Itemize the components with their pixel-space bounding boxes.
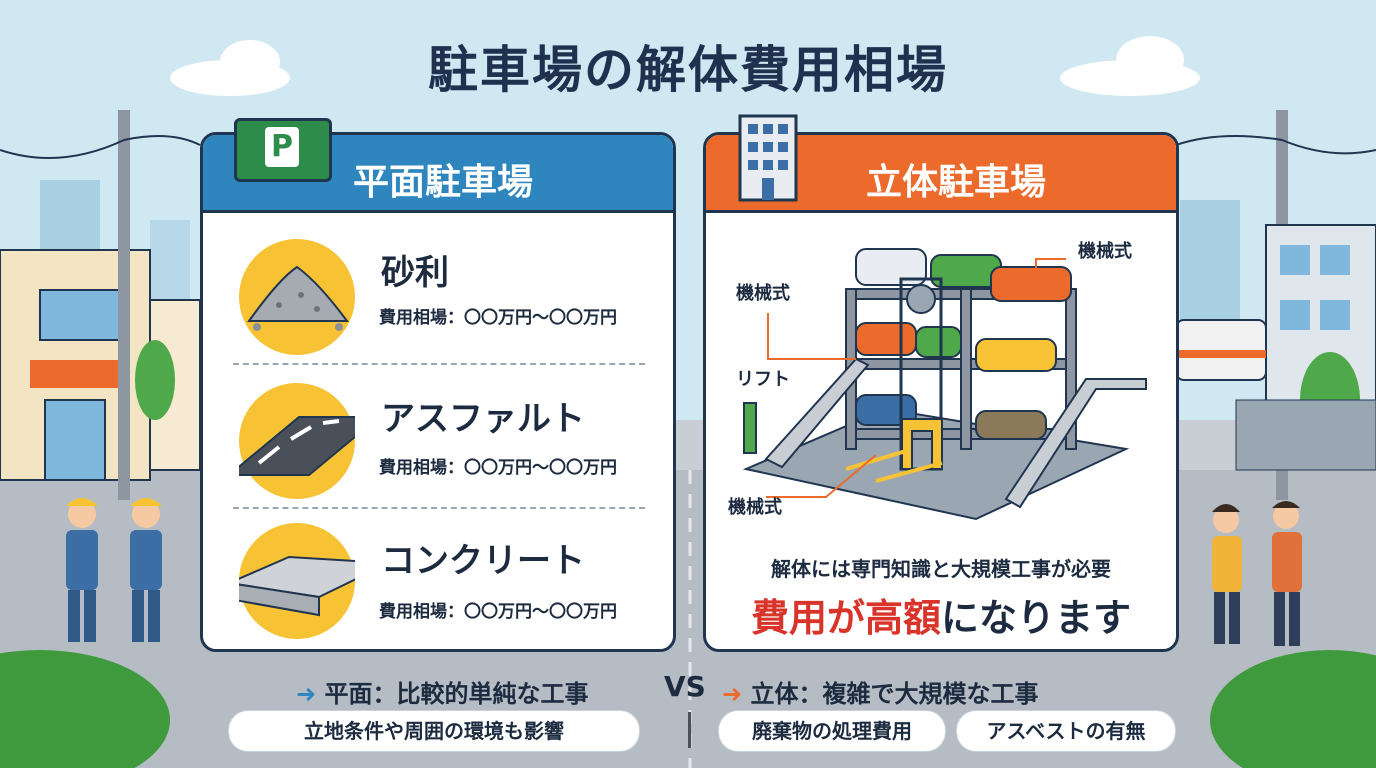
comparison-flat: ➜ 平面：比較的単純な工事 (296, 674, 588, 709)
vs-label: VS (664, 670, 706, 703)
callout-mechanical-bottom: 機械式 (728, 497, 782, 518)
high-cost-statement: 費用が高額になります (706, 587, 1176, 642)
worker-figures (66, 498, 162, 642)
asphalt-label: アスファルト (381, 399, 585, 439)
gravel-icon (239, 239, 355, 355)
comparison-flat-text: 平面：比較的単純な工事 (324, 680, 589, 708)
callout-mechanical-top-right: 機械式 (1078, 241, 1132, 262)
flat-parking-panel: 平面駐車場 砂利 費用相場：〇〇万円〜〇〇万円 アスファルト 費用相場：〇〇万円… (200, 132, 676, 652)
asphalt-cost: 費用相場：〇〇万円〜〇〇万円 (379, 458, 617, 478)
multilevel-parking-panel: 立体駐車場 機械式 (703, 132, 1179, 652)
item-divider (233, 363, 645, 365)
factor-asbestos: アスベストの有無 (956, 710, 1176, 752)
comparison-multilevel: ➜ 立体：複雑で大規模な工事 (722, 674, 1038, 709)
concrete-icon (225, 523, 393, 639)
callout-lift: リフト (736, 369, 790, 390)
callout-mechanical-top-left: 機械式 (736, 283, 790, 304)
gravel-cost: 費用相場：〇〇万円〜〇〇万円 (379, 308, 617, 328)
arrow-right-icon: ➜ (722, 680, 743, 708)
cloud-right (1060, 36, 1200, 96)
page-title: 駐車場の解体費用相場 (428, 41, 948, 99)
cloud-left (170, 40, 290, 96)
parking-sign-letter: P (265, 127, 299, 167)
gravel-label: 砂利 (381, 253, 449, 293)
item-divider (233, 507, 645, 509)
people-figures (1212, 501, 1302, 646)
multilevel-parking-illustration (742, 248, 1147, 521)
concrete-cost: 費用相場：〇〇万円〜〇〇万円 (379, 602, 617, 622)
multilevel-parking-heading: 立体駐車場 (866, 162, 1047, 203)
factor-location: 立地条件や周囲の環境も影響 (228, 710, 640, 752)
factor-waste: 廃棄物の処理費用 (718, 710, 946, 752)
parking-sign-icon: P (234, 118, 332, 182)
building-icon (738, 114, 798, 202)
expertise-note: 解体には専門知識と大規模工事が必要 (771, 557, 1111, 581)
asphalt-icon (226, 383, 382, 499)
comparison-multilevel-text: 立体：複雑で大規模な工事 (750, 680, 1039, 708)
high-cost-highlight: 費用が高額 (750, 596, 941, 640)
pill-separator (688, 712, 691, 748)
concrete-label: コンクリート (381, 541, 585, 581)
high-cost-rest: になります (941, 596, 1132, 640)
arrow-right-icon: ➜ (296, 680, 317, 708)
flat-parking-heading: 平面駐車場 (353, 162, 534, 203)
